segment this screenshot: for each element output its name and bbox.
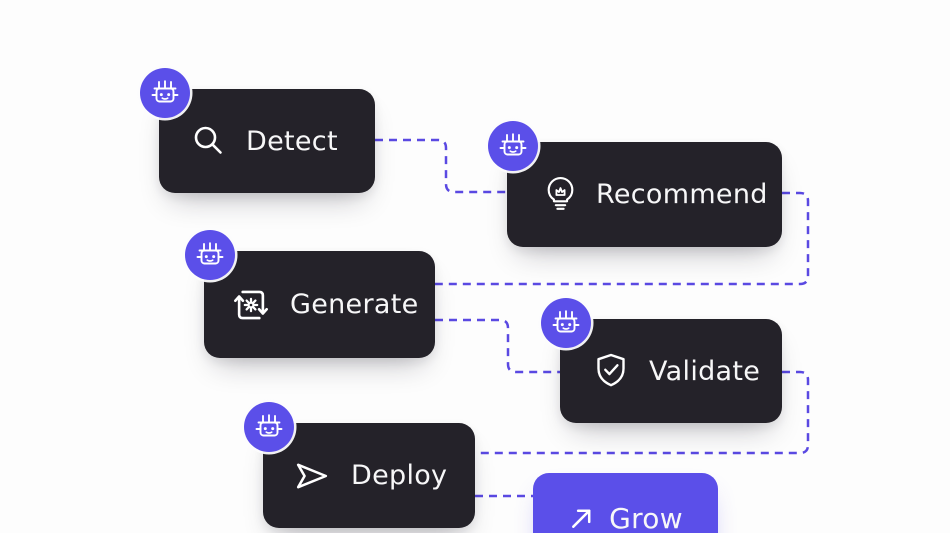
step-card-grow: Grow [533, 473, 718, 533]
arrow-up-right-icon [572, 509, 591, 528]
step-card-deploy: Deploy [244, 402, 475, 528]
robot-badge [140, 68, 190, 118]
robot-icon [552, 310, 580, 333]
connector-validate-deploy [475, 370, 810, 455]
step-label: Generate [290, 289, 419, 320]
shield-check-icon [597, 353, 625, 387]
step-card-recommend: Recommend [488, 121, 782, 247]
step-label: Deploy [351, 460, 448, 491]
step-label: Recommend [596, 179, 768, 210]
step-label: Detect [246, 125, 338, 157]
search-icon [194, 126, 222, 154]
paper-plane-icon [296, 463, 328, 488]
step-label: Validate [649, 355, 761, 387]
robot-icon [196, 242, 224, 265]
repeat-gear-icon [234, 290, 268, 319]
step-card-validate: Validate [541, 298, 782, 423]
connector-recommend-generate [435, 191, 810, 286]
robot-badge [185, 230, 235, 280]
step-card-generate: Generate [185, 230, 435, 358]
step-label: Grow [609, 501, 683, 533]
robot-icon [151, 80, 179, 103]
step-card-detect: Detect [140, 68, 375, 193]
robot-icon [499, 133, 527, 156]
lightbulb-icon [547, 177, 574, 210]
robot-icon [255, 414, 283, 437]
robot-badge [541, 298, 591, 348]
robot-badge [244, 402, 294, 452]
robot-badge [488, 121, 538, 171]
